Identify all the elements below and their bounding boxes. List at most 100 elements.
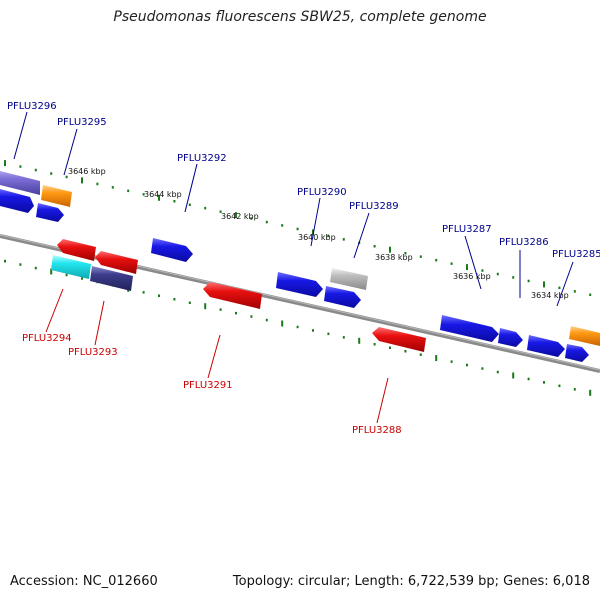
tick-label-3640: 3640 kbp	[298, 233, 336, 242]
label-pflu3293[interactable]: PFLU3293	[68, 347, 118, 358]
gene-pflu3285[interactable]	[569, 326, 600, 346]
label-pflu3292[interactable]: PFLU3292	[177, 153, 227, 164]
gene-pflu3290b[interactable]	[276, 272, 323, 297]
ruler-reverse-minor-tick	[481, 367, 484, 370]
ruler-forward-minor-tick	[527, 279, 530, 283]
ruler-forward-minor-tick	[481, 269, 484, 272]
gene-pflu3286b[interactable]	[527, 335, 565, 357]
ruler-reverse-major-tick	[435, 355, 438, 362]
ruler-forward-minor-tick	[204, 206, 207, 210]
gene-pflu3289[interactable]	[324, 286, 361, 308]
ruler-forward-major-tick	[81, 177, 83, 184]
ruler-reverse-minor-tick	[65, 273, 68, 277]
gene-pflu3294[interactable]	[57, 239, 96, 261]
label-pflu3288[interactable]: PFLU3288	[352, 425, 402, 436]
map-title: Pseudomonas fluorescens SBW25, complete …	[113, 9, 487, 25]
gene-pflu3296[interactable]	[0, 170, 40, 195]
gene-pflu3290[interactable]	[330, 268, 368, 290]
leader-pflu3294	[45, 288, 64, 333]
gene-pflu3285b[interactable]	[565, 344, 589, 362]
ruler-reverse-minor-tick	[373, 343, 376, 346]
gene-pflu3288[interactable]	[372, 327, 426, 352]
tick-label-3634: 3634 kbp	[531, 291, 569, 300]
ruler-forward-minor-tick	[373, 245, 376, 248]
leader-pflu3289	[353, 212, 370, 259]
ruler-forward-minor-tick	[50, 172, 53, 175]
ruler-reverse-major-tick	[281, 320, 284, 327]
label-pflu3287[interactable]: PFLU3287	[442, 224, 492, 235]
label-pflu3296[interactable]: PFLU3296	[7, 101, 57, 112]
ruler-reverse-minor-tick	[142, 291, 145, 294]
tick-label-3636: 3636 kbp	[453, 272, 491, 281]
topology-text: Topology: circular; Length: 6,722,539 bp…	[232, 574, 590, 589]
label-pflu3294[interactable]: PFLU3294	[22, 333, 72, 344]
leader-pflu3291	[207, 334, 221, 379]
ruler-reverse-minor-tick	[81, 277, 83, 280]
ruler-forward-minor-tick	[173, 200, 176, 203]
ruler-forward-minor-tick	[265, 220, 268, 224]
ruler-reverse-minor-tick	[312, 329, 314, 332]
ruler-forward-major-tick	[158, 194, 160, 201]
ruler-reverse-minor-tick	[389, 346, 391, 349]
tick-label-3642: 3642 kbp	[221, 212, 259, 221]
reverse-genes	[51, 239, 426, 352]
leader-pflu3290	[310, 197, 321, 247]
gene-pflu3294b[interactable]	[51, 255, 91, 279]
ruler-forward-minor-tick	[496, 272, 499, 276]
ruler-forward-minor-tick	[96, 182, 99, 186]
ruler-forward-major-tick	[543, 281, 545, 288]
ruler-forward-major-tick	[4, 160, 6, 167]
ruler-forward-major-tick	[466, 264, 468, 271]
ruler-forward-minor-tick	[342, 238, 345, 241]
gene-pflu3292[interactable]	[151, 238, 193, 262]
ruler-reverse-minor-tick	[466, 363, 468, 367]
ruler-reverse-minor-tick	[4, 259, 6, 263]
ruler-reverse-minor-tick	[265, 318, 268, 322]
ruler-forward-minor-tick	[573, 290, 576, 293]
leader-pflu3296	[13, 111, 28, 160]
ruler-forward-major-tick	[312, 229, 314, 236]
leader-lines	[13, 111, 574, 424]
ruler-reverse-minor-tick	[327, 332, 330, 336]
ruler-reverse-minor-tick	[558, 384, 561, 388]
label-pflu3289[interactable]: PFLU3289	[349, 201, 399, 212]
ruler-forward-minor-tick	[111, 186, 114, 189]
accession-text: Accession: NC_012660	[10, 574, 158, 589]
ruler-reverse-minor-tick	[543, 381, 545, 384]
gene-pflu3293b[interactable]	[90, 266, 133, 291]
gene-pflu3293[interactable]	[95, 251, 138, 274]
gene-pflu3286[interactable]	[498, 328, 523, 347]
label-pflu3291[interactable]: PFLU3291	[183, 380, 233, 391]
ruler-reverse-major-tick	[204, 303, 207, 310]
tick-label-3646: 3646 kbp	[68, 167, 106, 176]
ruler-reverse-minor-tick	[404, 350, 407, 353]
ruler-forward-minor-tick	[589, 293, 592, 296]
label-pflu3285[interactable]: PFLU3285	[552, 249, 600, 260]
label-pflu3290[interactable]: PFLU3290	[297, 187, 347, 198]
leader-pflu3295	[63, 128, 78, 176]
ruler-reverse-minor-tick	[342, 336, 345, 339]
ruler-reverse-minor-tick	[419, 353, 422, 356]
ruler-forward-minor-tick	[250, 217, 253, 220]
ruler-forward-minor-tick	[188, 203, 191, 206]
gene-pflu3291[interactable]	[203, 282, 262, 309]
label-pflu3295[interactable]: PFLU3295	[57, 117, 107, 128]
label-pflu3286[interactable]: PFLU3286	[499, 237, 549, 248]
ruler-forward-minor-tick	[65, 175, 68, 179]
ruler-reverse-minor-tick	[235, 311, 237, 315]
gene-pflu3287[interactable]	[440, 315, 499, 342]
ruler-forward-minor-tick	[435, 258, 438, 262]
leader-pflu3293	[94, 300, 105, 346]
gene-pflu3295[interactable]	[41, 185, 72, 207]
ruler-forward-minor-tick	[419, 255, 422, 258]
gene-pflu3296b[interactable]	[0, 188, 34, 213]
ruler-forward-major-tick	[389, 246, 391, 253]
gene-labels: PFLU3296 PFLU3295 PFLU3292 PFLU3290 PFLU…	[7, 101, 600, 436]
ruler-reverse-minor-tick	[527, 377, 530, 381]
ruler-forward-minor-tick	[142, 193, 145, 196]
ruler-reverse-major-tick	[50, 268, 53, 275]
gene-pflu3295b[interactable]	[36, 203, 64, 222]
ruler-reverse-minor-tick	[296, 325, 299, 329]
ruler-forward-minor-tick	[558, 286, 561, 290]
